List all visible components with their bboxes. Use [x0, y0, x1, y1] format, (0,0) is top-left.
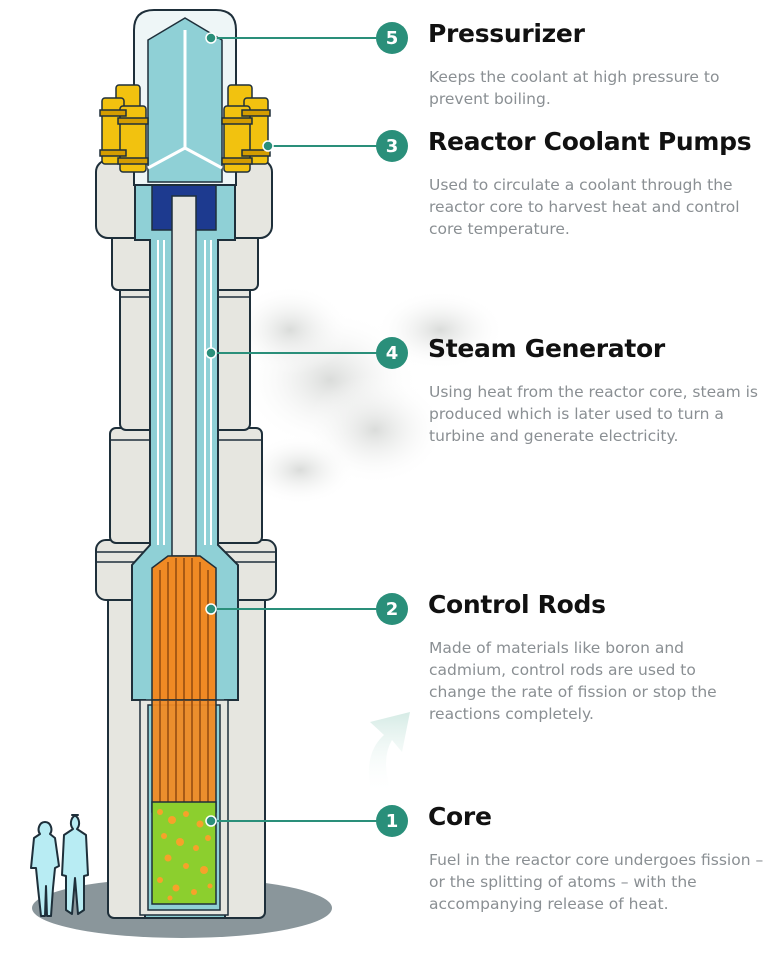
number-badge: 2: [376, 593, 408, 625]
control-rods: [151, 555, 217, 813]
central-column: [171, 195, 197, 557]
callout-description: Using heat from the reactor core, steam …: [429, 383, 759, 445]
number-badge: 5: [376, 22, 408, 54]
callout-description: Used to circulate a coolant through the …: [429, 176, 740, 238]
callout-title: Steam Generator: [428, 334, 665, 363]
number-badge: 1: [376, 805, 408, 837]
coolant-pumps: [99, 84, 271, 173]
number-badge: 4: [376, 337, 408, 369]
callout-title: Pressurizer: [428, 19, 585, 48]
number-badge: 3: [376, 130, 408, 162]
callout-title: Reactor Coolant Pumps: [428, 127, 752, 156]
people-silhouettes: [30, 814, 89, 917]
callout-description: Keeps the coolant at high pressure to pr…: [429, 68, 720, 108]
callout-description: Made of materials like boron and cadmium…: [429, 639, 717, 723]
callout-title: Core: [428, 802, 492, 831]
flow-arrow: [368, 712, 410, 795]
reactor-core: [151, 801, 217, 905]
callout-title: Control Rods: [428, 590, 606, 619]
callout-description: Fuel in the reactor core undergoes fissi…: [429, 851, 764, 913]
leader-lines: [205, 32, 378, 827]
pressurizer: [133, 9, 237, 186]
